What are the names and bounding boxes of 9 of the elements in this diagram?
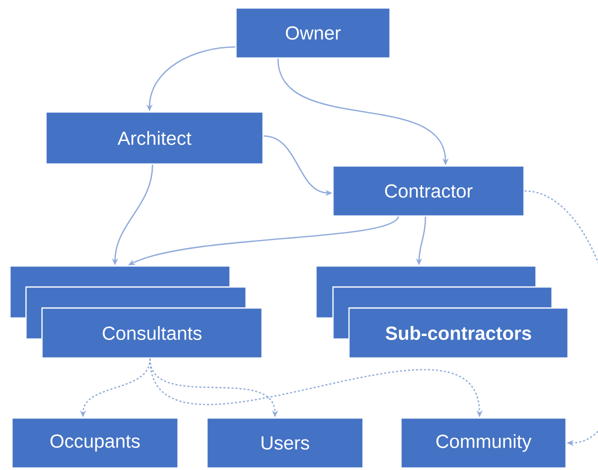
process-box: Sub-contractors <box>348 307 569 359</box>
process-box: Occupants <box>11 417 179 469</box>
process-box: Contractor <box>332 165 525 217</box>
process-box: Users <box>206 417 364 469</box>
process-box: Architect <box>45 111 264 165</box>
arrow <box>524 190 598 446</box>
process-box: Consultants <box>41 307 263 359</box>
process-box: Community <box>400 417 567 469</box>
process-box: Owner <box>235 7 391 59</box>
